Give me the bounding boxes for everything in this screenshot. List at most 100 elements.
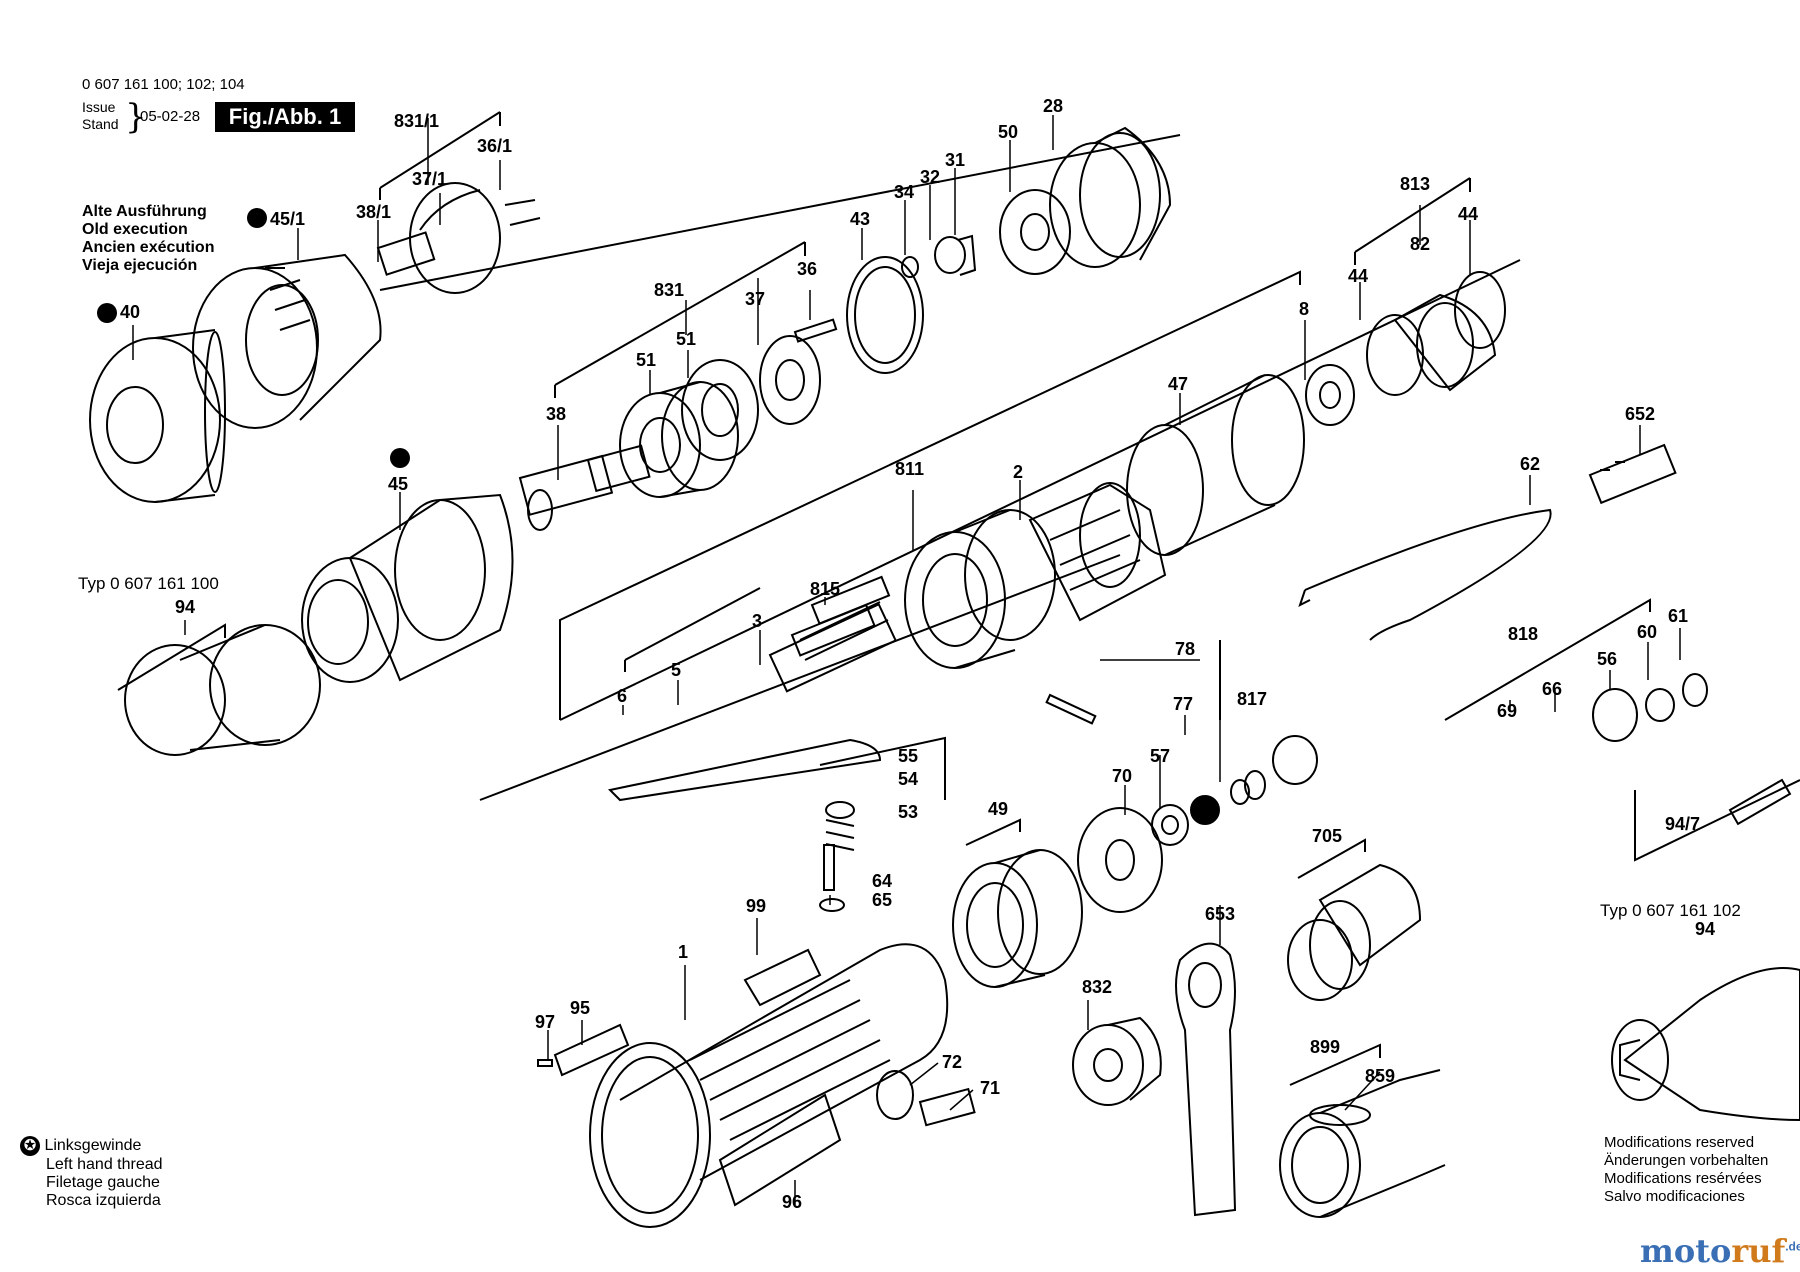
part-label-70: 70 — [1112, 766, 1132, 786]
modifications-fr: Modifications resérvées — [1604, 1170, 1762, 1187]
rotor-3 — [768, 601, 897, 693]
old-execution-en: Old execution — [82, 221, 188, 238]
bracket-55-53 — [819, 736, 946, 800]
type-label-100: Typ 0 607 161 100 — [78, 574, 219, 593]
bearing-51a — [619, 381, 739, 498]
chuck-sleeve-old — [89, 329, 226, 503]
spacer-37 — [759, 335, 821, 425]
part-label-32: 32 — [920, 167, 940, 187]
o-ring-72 — [876, 1070, 914, 1120]
bracket-94-7 — [1634, 779, 1800, 862]
bracket-813 — [1354, 177, 1471, 265]
old-execution-es: Vieja ejecución — [82, 257, 198, 274]
screw-97 — [537, 1059, 553, 1067]
part-label-899: 899 — [1310, 1037, 1340, 1057]
collet-nut-old — [192, 253, 382, 429]
bracket-705 — [1297, 838, 1366, 879]
throttle-lever-55 — [607, 738, 882, 802]
figure-label: Fig./Abb. 1 — [215, 102, 355, 132]
part-label-62: 62 — [1520, 454, 1540, 474]
part-label-66: 66 — [1542, 679, 1562, 699]
part-label-65: 65 — [872, 890, 892, 910]
part-label-38-1: 38/1 — [356, 202, 391, 222]
part-label-705: 705 — [1312, 826, 1342, 846]
part-label-71: 71 — [980, 1078, 1000, 1098]
part-label-31: 31 — [945, 150, 965, 170]
issue-date: 05-02-28 — [140, 108, 201, 125]
pin-36 — [793, 318, 838, 343]
washer-34 — [901, 256, 919, 278]
old-execution-fr: Ancien exécution — [82, 239, 215, 256]
model-numbers: 0 607 161 100; 102; 104 — [82, 76, 245, 93]
spindle-old — [376, 182, 541, 294]
end-cap-82 — [1393, 293, 1497, 392]
hose-clamp-859 — [1309, 1104, 1371, 1126]
part-label-44b: 44 — [1348, 266, 1368, 286]
spring-wire-62 — [1298, 508, 1552, 641]
star-icon: ✪ — [20, 1136, 40, 1156]
part-label-57: 57 — [1150, 746, 1170, 766]
part-label-653: 653 — [1205, 904, 1235, 924]
bracket-818 — [1444, 598, 1651, 721]
gear-31 — [934, 234, 977, 276]
star-markers — [97, 208, 410, 468]
part-label-36: 36 — [797, 259, 817, 279]
washer-57 — [1151, 804, 1189, 846]
part-label-54: 54 — [898, 769, 918, 789]
housing-1 — [589, 943, 949, 1228]
part-label-94-7: 94/7 — [1665, 814, 1700, 834]
valve-pin-53 — [823, 844, 835, 891]
bracket-811 — [559, 270, 1301, 720]
part-label-95: 95 — [570, 998, 590, 1018]
nut-832 — [1072, 1016, 1162, 1106]
part-label-61: 61 — [1668, 606, 1688, 626]
part-label-2: 2 — [1013, 462, 1023, 482]
inlet-nipple-652 — [1588, 443, 1677, 505]
pin-78 — [1045, 693, 1097, 725]
part-label-36-1: 36/1 — [477, 136, 512, 156]
bracket-49 — [965, 818, 1021, 846]
star-icon-45-1 — [247, 208, 267, 228]
part-label-37-1: 37/1 — [412, 169, 447, 189]
part-label-37: 37 — [745, 289, 765, 309]
part-label-56: 56 — [1597, 649, 1617, 669]
part-label-51b: 51 — [636, 350, 656, 370]
part-label-82: 82 — [1410, 234, 1430, 254]
old-execution-de: Alte Ausführung — [82, 203, 207, 220]
bracket-899 — [1289, 1043, 1381, 1086]
chuck-housing-45 — [301, 493, 514, 683]
bracket-831 — [554, 241, 806, 398]
part-label-3: 3 — [752, 611, 762, 631]
left-hand-note: ✪ Linksgewinde — [20, 1136, 141, 1156]
chuck-key-94-7 — [1728, 778, 1792, 826]
part-label-64: 64 — [872, 871, 892, 891]
ring-43 — [846, 256, 924, 374]
part-label-69: 69 — [1497, 701, 1517, 721]
part-label-811: 811 — [895, 459, 924, 479]
ball-valve — [1190, 795, 1220, 825]
spring-54 — [825, 801, 855, 851]
o-ring-64 — [819, 898, 845, 912]
o-ring-817 — [1272, 735, 1318, 785]
part-label-831-1: 831/1 — [394, 111, 439, 131]
part-label-78: 78 — [1175, 639, 1195, 659]
part-label-97: 97 — [535, 1012, 555, 1032]
axis-line-upper — [379, 134, 1181, 291]
part-label-45: 45 — [388, 474, 408, 494]
sleeve-47 — [1126, 374, 1305, 556]
handle-653 — [1175, 942, 1237, 1217]
part-label-44a: 44 — [1458, 204, 1478, 224]
brand-logo: motoruf.de — [1640, 1232, 1800, 1270]
part-label-40: 40 — [120, 302, 140, 322]
exhaust-adapter-705 — [1287, 863, 1422, 1001]
part-label-831: 831 — [654, 280, 684, 300]
o-ring-44b — [1454, 271, 1506, 349]
spindle-38 — [518, 444, 651, 531]
part-label-72: 72 — [942, 1052, 962, 1072]
bearing-8 — [1305, 364, 1355, 426]
part-label-94: 94 — [175, 597, 195, 617]
label-99 — [743, 948, 822, 1007]
disc-70 — [1077, 807, 1163, 913]
part-label-96: 96 — [782, 1192, 802, 1212]
